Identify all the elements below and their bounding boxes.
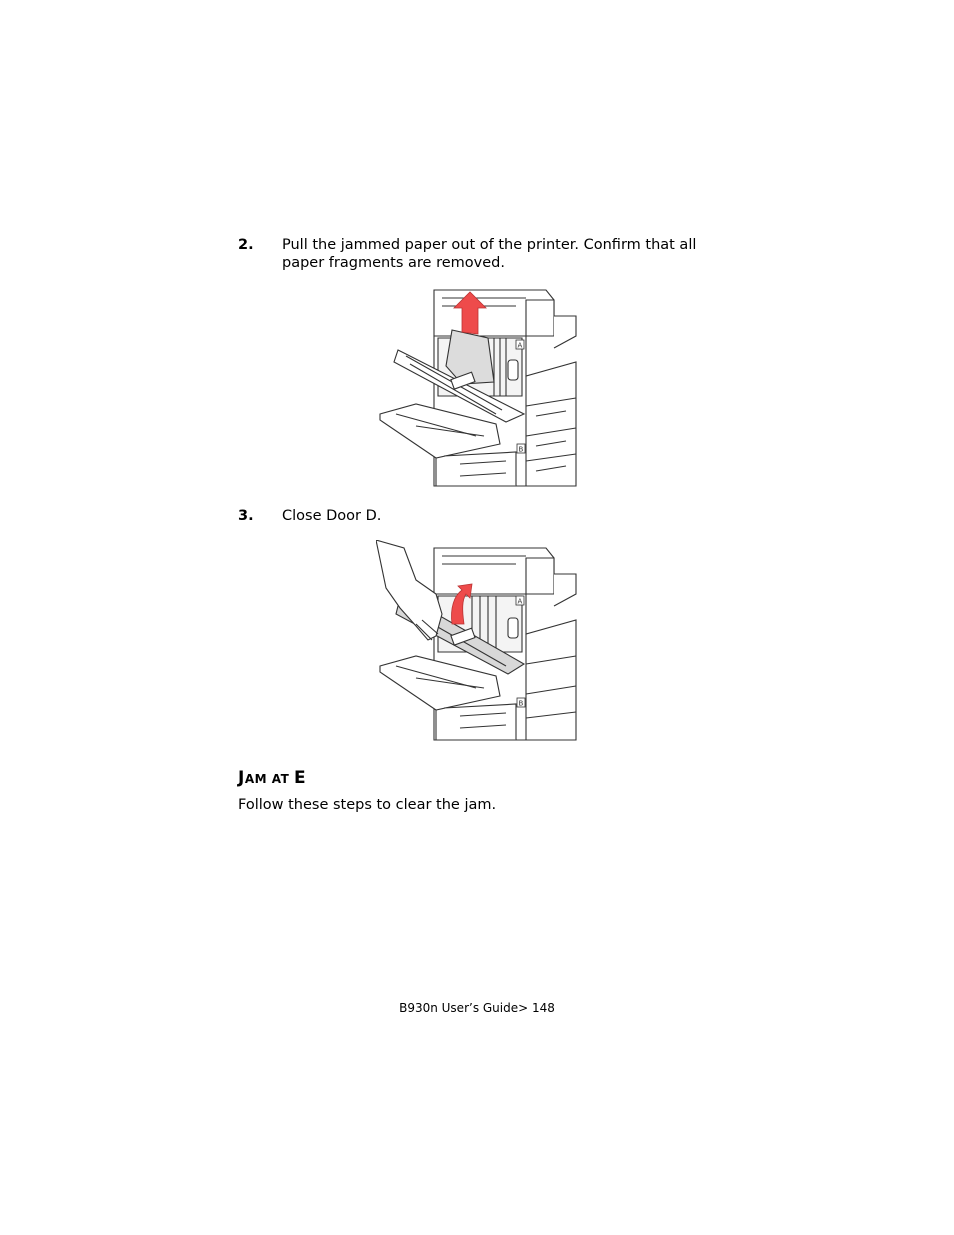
printer-close-door-d-illustration: A B <box>375 539 577 741</box>
step-number: 3. <box>238 508 254 524</box>
figure-close-door: A B <box>375 539 580 742</box>
section-intro: Follow these steps to clear the jam. <box>238 797 497 813</box>
curved-arrow-icon <box>451 583 473 625</box>
heading-letter: E <box>293 768 307 788</box>
step-text: Pull the jammed paper out of the printer… <box>282 237 697 271</box>
page-footer: B930n User’s Guide> 148 <box>399 1001 555 1015</box>
figure-remove-paper: A B <box>376 286 580 488</box>
door-label-a: A <box>518 342 523 350</box>
step-number: 2. <box>238 237 254 253</box>
door-label-b: B <box>519 700 524 708</box>
heading-initial: J <box>238 768 245 788</box>
upward-arrow-icon <box>453 291 487 335</box>
step-text: Close Door D. <box>282 508 382 524</box>
door-label-b: B <box>519 446 524 454</box>
section-heading: JAM AT E <box>238 768 306 788</box>
printer-remove-jammed-paper-illustration: A B <box>379 289 577 487</box>
heading-rest: AM AT <box>244 772 294 786</box>
door-label-a: A <box>518 598 523 606</box>
